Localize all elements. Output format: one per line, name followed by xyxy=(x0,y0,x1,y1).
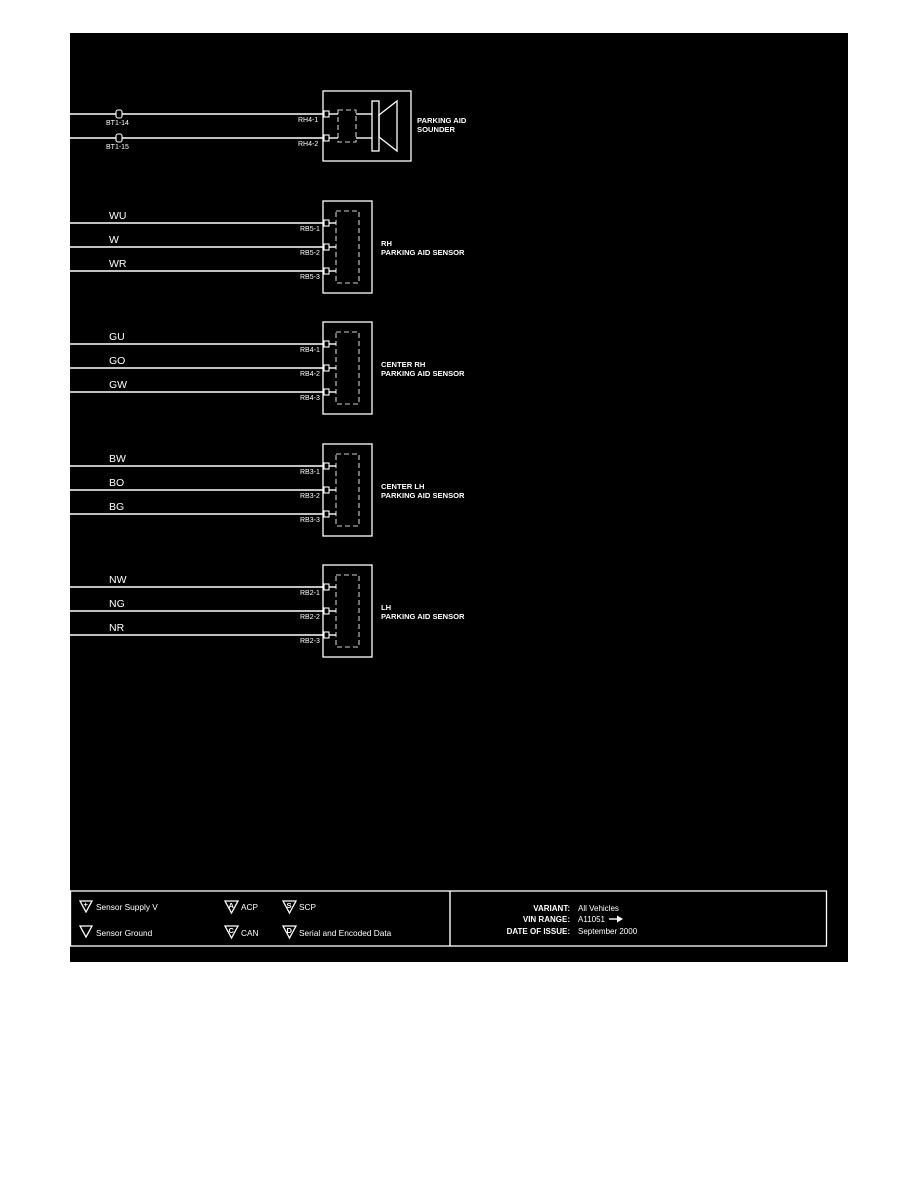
footer: + Sensor Supply V Sensor Ground A ACP C … xyxy=(70,890,828,947)
pin-label: RH4-1 xyxy=(298,117,318,124)
wire-color-label: W xyxy=(109,234,119,246)
wire-color-label: NR xyxy=(109,622,125,634)
svg-text:S: S xyxy=(287,901,292,910)
component-title: SOUNDER xyxy=(417,125,455,134)
component-title: PARKING AID SENSOR xyxy=(381,248,465,257)
component-title: RH xyxy=(381,239,392,248)
wire-color-label: NW xyxy=(109,574,127,586)
connector-label: BT1-15 xyxy=(106,144,129,151)
vin-range-label: VIN RANGE: xyxy=(523,915,570,924)
svg-text:C: C xyxy=(229,926,235,935)
footer-frame xyxy=(70,890,828,947)
component-title: PARKING AID SENSOR xyxy=(381,612,465,621)
legend-sensor-supply: Sensor Supply V xyxy=(96,902,158,912)
pin-label: RB4-2 xyxy=(300,371,320,378)
component-title: LH xyxy=(381,603,391,612)
wire-color-label: GW xyxy=(109,379,127,391)
terminal-icon xyxy=(323,134,330,142)
legend-can: CAN xyxy=(241,928,259,938)
sensor-supply-icon: + xyxy=(78,900,94,914)
wire-color-label: NG xyxy=(109,598,125,610)
sensor-ground-icon xyxy=(78,925,94,939)
legend-acp: ACP xyxy=(241,902,259,912)
legend-serial-data: Serial and Encoded Data xyxy=(299,928,392,938)
dashed-enclosure xyxy=(335,453,360,527)
dashed-enclosure xyxy=(337,109,357,143)
pin-label: RB3-1 xyxy=(300,469,320,476)
pin-label: RB2-3 xyxy=(300,638,320,645)
terminal-icon xyxy=(323,486,330,494)
terminal-icon xyxy=(323,243,330,251)
legend-sensor-ground: Sensor Ground xyxy=(96,928,153,938)
speaker-icon xyxy=(371,100,380,152)
pin-label: RB5-3 xyxy=(300,274,320,281)
terminal-icon xyxy=(323,219,330,227)
pin-label: RB2-2 xyxy=(300,614,320,621)
dashed-enclosure xyxy=(335,331,360,405)
can-icon: C xyxy=(223,925,240,940)
terminal-icon xyxy=(323,583,330,591)
pin-label: RB5-2 xyxy=(300,250,320,257)
terminal-icon xyxy=(323,110,330,118)
pin-label: RB2-1 xyxy=(300,590,320,597)
component-title: CENTER LH xyxy=(381,482,424,491)
terminal-icon xyxy=(323,607,330,615)
terminal-icon xyxy=(323,267,330,275)
wire-color-label: GO xyxy=(109,355,125,367)
pin-label: RB4-1 xyxy=(300,347,320,354)
svg-text:D: D xyxy=(287,926,293,935)
terminal-icon xyxy=(323,631,330,639)
serial-data-icon: D xyxy=(281,925,298,940)
component-title: PARKING AID xyxy=(417,116,467,125)
pin-label: RB5-1 xyxy=(300,226,320,233)
wiring-diagram-panel: BT1-14 BT1-15 RH4-1 RH4-2 PARKING AID SO… xyxy=(70,33,848,962)
dashed-enclosure xyxy=(335,210,360,284)
terminal-icon xyxy=(323,340,330,348)
variant-label: VARIANT: xyxy=(533,904,570,913)
wire-color-label: BG xyxy=(109,501,124,513)
pin-label: RB3-2 xyxy=(300,493,320,500)
terminal-icon xyxy=(323,364,330,372)
arrow-right-icon xyxy=(609,915,623,923)
wire-color-label: WR xyxy=(109,258,127,270)
terminal-icon xyxy=(323,388,330,396)
inline-connector-icon xyxy=(115,133,123,143)
inline-connector-icon xyxy=(115,109,123,119)
scp-icon: S xyxy=(281,900,298,915)
sounder-box xyxy=(322,90,412,162)
acp-icon: A xyxy=(223,900,240,915)
wire-color-label: BO xyxy=(109,477,124,489)
pin-label: RB3-3 xyxy=(300,517,320,524)
terminal-icon xyxy=(323,510,330,518)
wire-color-label: BW xyxy=(109,453,126,465)
sounder-group: BT1-14 BT1-15 RH4-1 RH4-2 PARKING AID SO… xyxy=(70,90,467,162)
component-title: CENTER RH xyxy=(381,360,425,369)
pin-label: RH4-2 xyxy=(298,141,318,148)
date-of-issue-value: September 2000 xyxy=(578,927,638,936)
vin-range-value: A11051 xyxy=(578,915,606,924)
speaker-cone-icon xyxy=(378,99,398,153)
legend-scp: SCP xyxy=(299,902,317,912)
svg-text:+: + xyxy=(84,900,89,909)
component-title: PARKING AID SENSOR xyxy=(381,369,465,378)
svg-text:A: A xyxy=(229,901,235,910)
date-of-issue-label: DATE OF ISSUE: xyxy=(507,927,570,936)
variant-value: All Vehicles xyxy=(578,904,619,913)
wiring-diagram: BT1-14 BT1-15 RH4-1 RH4-2 PARKING AID SO… xyxy=(70,90,828,947)
terminal-icon xyxy=(323,462,330,470)
dashed-enclosure xyxy=(335,574,360,648)
wire-color-label: GU xyxy=(109,331,125,343)
component-title: PARKING AID SENSOR xyxy=(381,491,465,500)
connector-label: BT1-14 xyxy=(106,120,129,127)
wire-color-label: WU xyxy=(109,210,127,222)
pin-label: RB4-3 xyxy=(300,395,320,402)
